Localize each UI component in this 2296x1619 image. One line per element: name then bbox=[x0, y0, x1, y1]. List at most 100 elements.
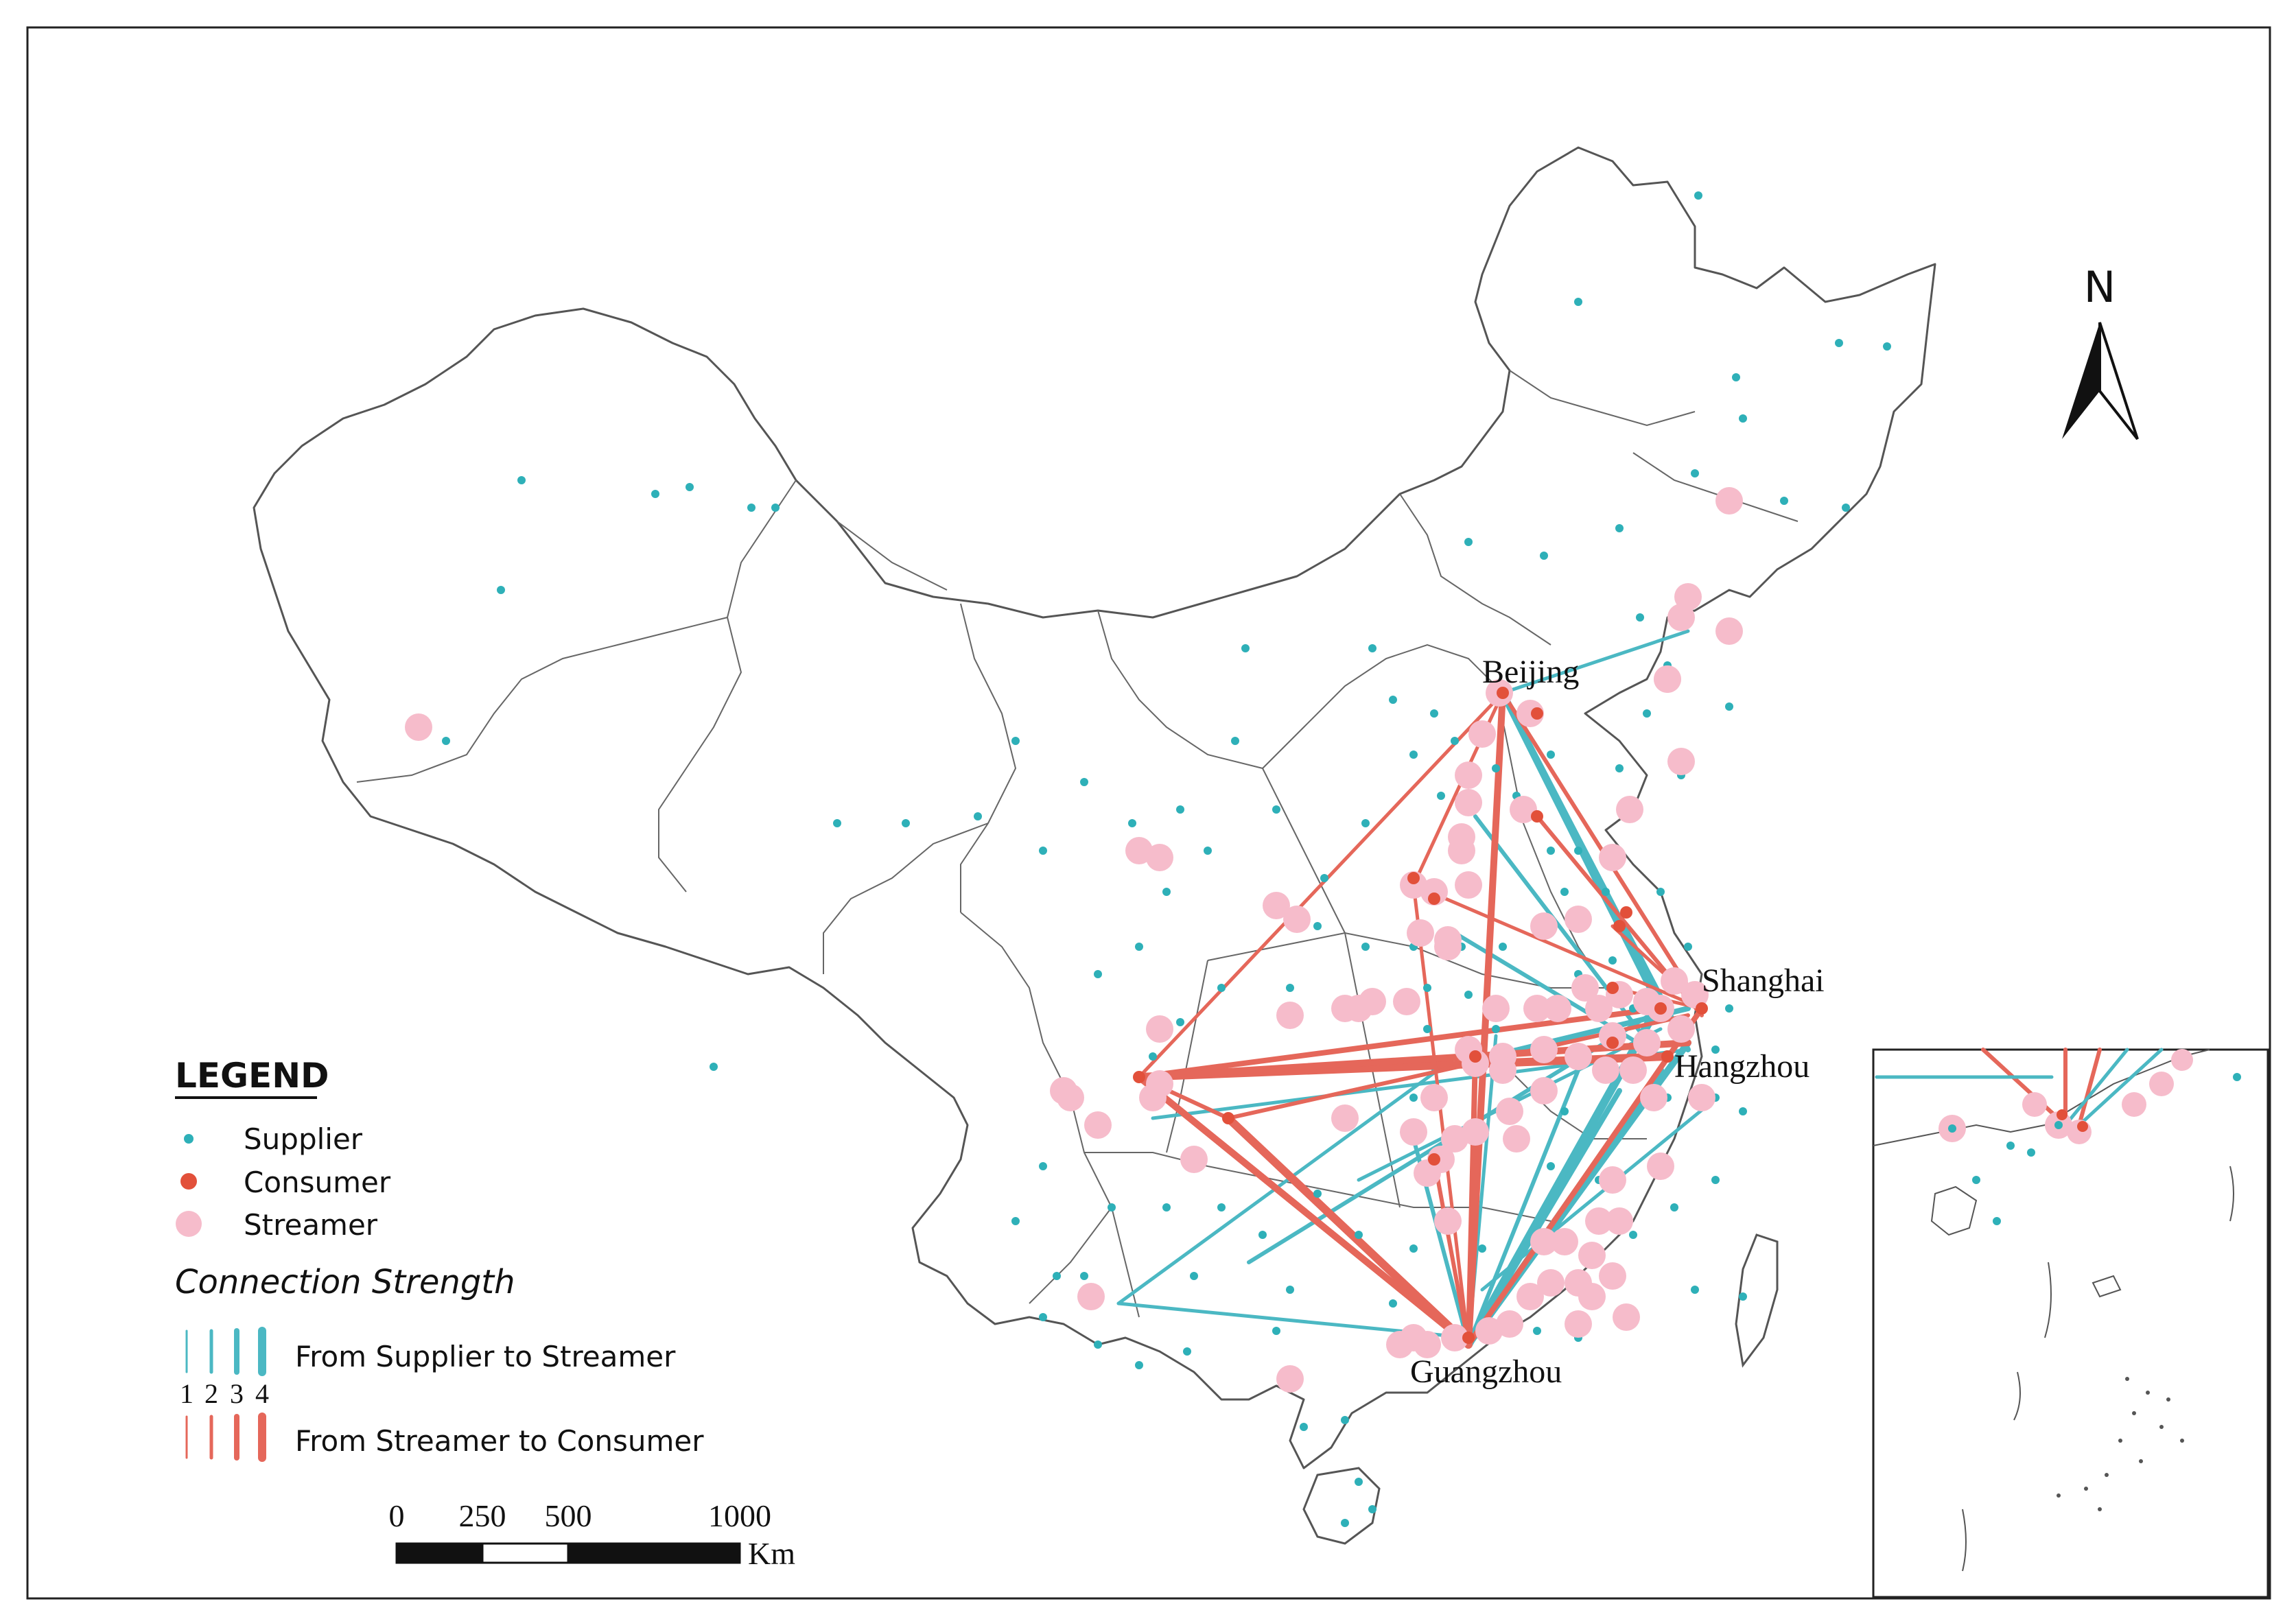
scale-segment-3 bbox=[567, 1542, 741, 1564]
supplier-point bbox=[1368, 644, 1377, 652]
supplier-point bbox=[1389, 696, 1397, 704]
supplier-point bbox=[1691, 469, 1699, 477]
supplier-point bbox=[1320, 874, 1328, 882]
streamer-point bbox=[1688, 1084, 1715, 1111]
streamer-point bbox=[1585, 1207, 1613, 1235]
consumer-point bbox=[1469, 1050, 1481, 1063]
supplier-point bbox=[1608, 956, 1617, 965]
streamer-point bbox=[1386, 1331, 1414, 1358]
supplier-point bbox=[1231, 737, 1239, 745]
consumer-point bbox=[1428, 1153, 1440, 1166]
streamer-point bbox=[1647, 1153, 1674, 1180]
streamer-point bbox=[1503, 1125, 1530, 1153]
supplier-point bbox=[1313, 922, 1322, 930]
streamer-point bbox=[1393, 988, 1420, 1015]
streamer-point bbox=[1510, 796, 1537, 823]
streamer-point bbox=[1640, 1084, 1667, 1111]
supplier-point bbox=[1355, 1478, 1363, 1486]
supplier-point bbox=[1574, 298, 1582, 306]
supplier-point bbox=[1739, 1292, 1747, 1301]
supplier-point bbox=[1547, 847, 1555, 855]
streamer-point bbox=[1331, 1104, 1359, 1132]
supplier-point bbox=[1464, 991, 1473, 999]
streamer-point bbox=[1400, 1118, 1427, 1146]
supplier-point bbox=[1492, 764, 1500, 772]
supplier-point bbox=[1711, 1045, 1720, 1054]
streamer-point bbox=[1516, 700, 1544, 727]
supplier-point bbox=[1684, 943, 1692, 951]
streamer-point bbox=[1633, 988, 1661, 1015]
streamer-point bbox=[1462, 1118, 1489, 1146]
consumer-point bbox=[1613, 920, 1626, 932]
supplier-point bbox=[1108, 1203, 1116, 1212]
supplier-point bbox=[1176, 1018, 1184, 1026]
streamer-point bbox=[1633, 1029, 1661, 1056]
supplier-point bbox=[1615, 764, 1624, 772]
inset-frame bbox=[1872, 1048, 2269, 1598]
consumer-point bbox=[1620, 906, 1632, 919]
supplier-point bbox=[1204, 847, 1212, 855]
supplier-point bbox=[1094, 1340, 1102, 1349]
streamer-point bbox=[1462, 1050, 1489, 1077]
supplier-point bbox=[1499, 943, 1507, 951]
streamer-point bbox=[1599, 1166, 1626, 1194]
supplier-point bbox=[1241, 644, 1250, 652]
streamer-point bbox=[1414, 1159, 1441, 1187]
supplier-point bbox=[517, 476, 526, 484]
streamer-point bbox=[1654, 665, 1681, 693]
consumer-point bbox=[1407, 872, 1420, 884]
streamer-point bbox=[1530, 912, 1558, 940]
supplier-point bbox=[1430, 709, 1438, 718]
city-label-guangzhou: Guangzhou bbox=[1410, 1354, 1562, 1390]
supplier-point bbox=[1725, 1004, 1733, 1013]
supplier-point bbox=[1094, 970, 1102, 978]
streamer-point bbox=[1050, 1077, 1077, 1104]
streamer-point bbox=[1599, 844, 1626, 871]
legend-strength-2: 2 bbox=[204, 1378, 218, 1409]
streamer-point bbox=[1276, 1002, 1304, 1029]
streamer-point bbox=[1359, 988, 1386, 1015]
supplier-point bbox=[1547, 751, 1555, 759]
supplier-point bbox=[1691, 1286, 1699, 1294]
supplier-point bbox=[1574, 847, 1582, 855]
streamer-point bbox=[1667, 604, 1695, 631]
supplier-point bbox=[1355, 1231, 1363, 1239]
streamer-point bbox=[1537, 1269, 1565, 1297]
supplier-point bbox=[442, 737, 450, 745]
supplier-point bbox=[1423, 984, 1431, 992]
supplier-point bbox=[1389, 1299, 1397, 1308]
streamer-point bbox=[1667, 1015, 1695, 1043]
supplier-point bbox=[1629, 1231, 1637, 1239]
consumer-point bbox=[1428, 893, 1440, 905]
streamer-point bbox=[1565, 1310, 1592, 1338]
supplier-point bbox=[1128, 819, 1136, 827]
supplier-point bbox=[1258, 1231, 1267, 1239]
supplier-point bbox=[1711, 1176, 1720, 1184]
supplier-point bbox=[1636, 613, 1644, 622]
streamer-point bbox=[1420, 1084, 1448, 1111]
consumer-point bbox=[1531, 810, 1543, 823]
streamer-point bbox=[1667, 748, 1695, 775]
consumer-point bbox=[1222, 1112, 1234, 1124]
streamer-point bbox=[1523, 995, 1551, 1022]
supplier-point bbox=[1217, 984, 1226, 992]
streamer-point bbox=[1263, 892, 1290, 919]
legend-strength-4: 4 bbox=[255, 1378, 269, 1409]
supplier-point bbox=[1272, 805, 1280, 814]
streamer-point bbox=[1571, 974, 1599, 1002]
streamer-point bbox=[1482, 995, 1510, 1022]
supplier-point bbox=[1053, 1272, 1061, 1280]
streamer-point bbox=[1448, 823, 1475, 851]
supplier-point bbox=[1437, 792, 1445, 800]
legend-streamer-label: Streamer bbox=[244, 1208, 378, 1242]
legend-supplier-line-samples bbox=[185, 1327, 266, 1376]
supplier-point bbox=[1409, 751, 1418, 759]
consumer-point bbox=[1654, 1002, 1667, 1015]
legend-supplier-icon bbox=[184, 1134, 194, 1144]
supplier-point bbox=[747, 504, 755, 512]
supplier-point bbox=[1183, 1347, 1191, 1356]
streamer-point bbox=[1565, 1043, 1592, 1070]
legend-supplier-to-streamer-label: From Supplier to Streamer bbox=[295, 1340, 676, 1373]
supplier-point bbox=[1835, 339, 1843, 347]
